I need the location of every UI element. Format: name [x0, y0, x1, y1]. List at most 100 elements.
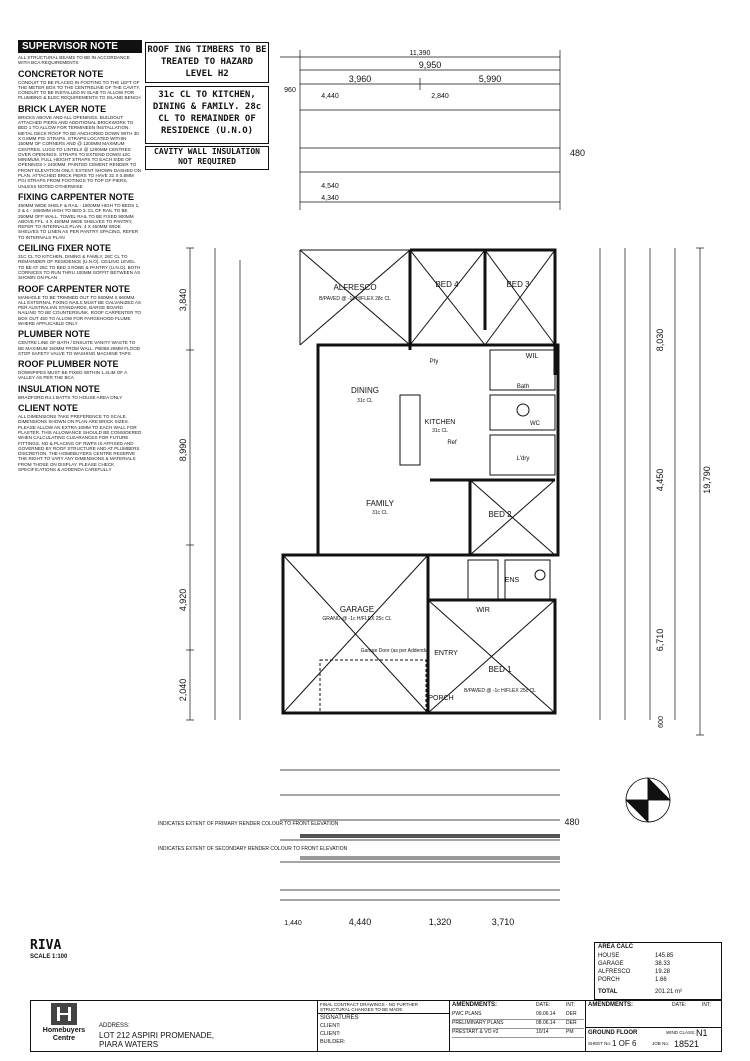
room-kitchen-cl: 31c CL	[432, 428, 448, 434]
dim-2840: 2,840	[431, 93, 449, 100]
render-primary-note: INDICATES EXTENT OF PRIMARY RENDER COLOU…	[158, 821, 339, 827]
dim-3960: 3,960	[349, 74, 372, 84]
company-logo: Homebuyers Centre	[35, 1003, 93, 1049]
cavity-insulation-callout: CAVITY WALL INSULATION NOT REQUIRED	[145, 146, 269, 170]
area-row-name: HOUSE	[598, 953, 620, 959]
amend-int: DER	[566, 1011, 577, 1017]
room-pty: Pty	[430, 359, 439, 365]
dim-4440: 4,440	[321, 93, 339, 100]
note-text: BRICKS ABOVE AND ALL OPENINGS. BUILDOUT …	[18, 114, 142, 189]
sheet-label: SHEET No:	[588, 1041, 612, 1046]
room-porch: PORCH	[428, 695, 453, 702]
address-label: ADDRESS:	[99, 1023, 130, 1029]
room-garage: GARAGE	[340, 605, 374, 614]
dim-4340: 4,340	[321, 195, 339, 202]
room-bath: Bath	[517, 384, 529, 390]
amend-name: PRESTART & VO #2	[452, 1029, 499, 1035]
sheet-value: 1 OF 6	[612, 1039, 637, 1048]
note-text: DOWNPIPES MUST BE FIXED WITHIN 1.2LIM OF…	[18, 370, 127, 381]
room-dining-cl: 31c CL	[357, 398, 373, 404]
wind-class-value: N1	[696, 1028, 708, 1038]
room-bed2: BED 2	[488, 510, 512, 519]
note-heading: CONCRETOR NOTE	[18, 68, 104, 79]
dim-right-4450: 4,450	[655, 469, 665, 492]
area-row: GARAGE 38.33	[598, 961, 716, 969]
room-garage-sub: GRANO @ -1c H/FLEX 25c CL	[322, 616, 391, 622]
note-text: CONDUIT TO BE PLACED IN FOOTING TO THE L…	[18, 79, 141, 101]
dim-bottom-1440: 1,440	[284, 920, 302, 927]
area-row-value: 38.33	[655, 961, 671, 967]
room-bed3: BED 3	[506, 280, 530, 289]
note-text: CENTRE LINE OF BATH / ENSUITE VANITY WAS…	[18, 340, 141, 356]
room-wir: WIR	[476, 607, 490, 614]
room-ref: Ref	[447, 440, 457, 446]
amend-name: PRELIMINARY PLANS	[452, 1020, 504, 1026]
dim-right-8030: 8,030	[655, 329, 665, 352]
room-alfresco-sub: B/PAVED @ -1c H/FLEX 28c CL	[319, 296, 391, 302]
note-text: BRADFORD R4.1 BATTS TO HOUSE AREA ONLY	[18, 394, 123, 400]
plan-name: RIVA	[30, 938, 62, 953]
note-text: 31c CL TO KITCHEN, DINING & FAMILY, 28c …	[18, 254, 141, 281]
area-row-name: GARAGE	[598, 961, 624, 967]
area-row-name: ALFRESCO	[598, 969, 631, 975]
dim-960: 960	[284, 87, 296, 94]
room-bed1-sub: B/PAVED @ -1c H/FLEX 25c CL	[464, 688, 536, 694]
dim-bottom-3710: 3,710	[492, 917, 515, 927]
dim-bottom-4440: 4,440	[349, 917, 372, 927]
area-row-name: PORCH	[598, 977, 620, 983]
room-ldry: L'dry	[517, 456, 530, 462]
area-total-label: TOTAL	[598, 989, 618, 995]
room-family: FAMILY	[366, 499, 395, 508]
supervisor-note-text: ALL STRUCTURAL BEAMS TO BE IN ACCORDANCE…	[18, 55, 130, 66]
amend-name: PWC PLANS	[452, 1011, 482, 1017]
signatures-block: FINAL CONTRACT DRAWINGS - NO FURTHER STR…	[317, 1001, 450, 1051]
amendments-label-right: AMENDMENTS:	[588, 1002, 633, 1008]
area-calc-title: AREA CALC	[598, 944, 634, 950]
garage-door-label: Garage Door (as per Addenda)	[361, 648, 430, 654]
dim-right-600: 600	[658, 716, 665, 728]
area-row: PORCH 1.66	[598, 977, 716, 985]
dim-right-19790: 19,790	[702, 466, 712, 494]
dim-left-2040: 2,040	[178, 679, 188, 702]
dim-left-4920: 4,920	[178, 589, 188, 612]
client1-label: CLIENT:	[320, 1023, 341, 1029]
job-label: JOB No:	[652, 1041, 670, 1046]
room-wil: WIL	[526, 353, 539, 360]
title-block: Homebuyers Centre ADDRESS: LOT 212 ASPIR…	[30, 1000, 722, 1052]
right-date-header: DATE:	[672, 1002, 687, 1008]
amend-int: PM	[566, 1029, 574, 1035]
amend-int-header: INT:	[566, 1002, 575, 1008]
address-line1: LOT 212 ASPIRI PROMENADE,	[99, 1031, 215, 1040]
note-heading: BRICK LAYER NOTE	[18, 103, 107, 114]
logo-h-icon	[51, 1003, 77, 1025]
room-dining: DINING	[351, 386, 379, 395]
area-row: ALFRESCO 19.28	[598, 969, 716, 977]
note-heading: CEILING FIXER NOTE	[18, 243, 112, 254]
dim-overall: 11,390	[410, 50, 431, 57]
roof-timber-callout: ROOF ING TIMBERS TO BE TREATED TO HAZARD…	[145, 42, 269, 83]
dim-right-6710: 6,710	[655, 629, 665, 652]
render-secondary-note: INDICATES EXTENT OF SECONDARY RENDER COL…	[158, 846, 348, 852]
ceiling-height-callout: 31c CL TO KITCHEN, DINING & FAMILY. 28c …	[145, 86, 269, 144]
area-row-value: 1.66	[655, 977, 667, 983]
note-heading: ROOF PLUMBER NOTE	[18, 359, 119, 370]
amend-date-header: DATE:	[536, 1002, 551, 1008]
note-heading: CLIENT NOTE	[18, 403, 78, 414]
sheet-info-block: AMENDMENTS: DATE: INT: GROUND FLOOR WIND…	[585, 1001, 722, 1051]
right-int-header: INT:	[702, 1002, 711, 1008]
dim-bottom-480: 480	[564, 817, 579, 827]
area-row-value: 19.28	[655, 969, 671, 975]
room-alfresco: ALFRESCO	[333, 283, 376, 292]
builder-label: BUILDER:	[320, 1039, 346, 1045]
job-value: 18521	[674, 1039, 700, 1049]
amend-int: DER	[566, 1020, 577, 1026]
dim-480: 480	[570, 148, 585, 158]
